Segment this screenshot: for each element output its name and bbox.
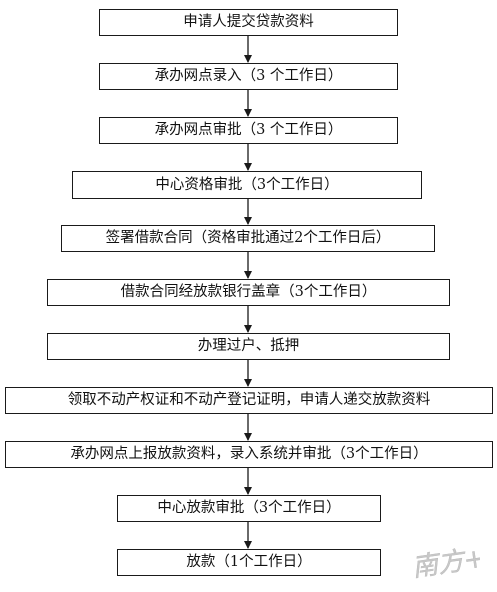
flow-step-label: 中心放款审批（3个工作日） (157, 500, 341, 517)
flow-step-center-disbursement-approval: 中心放款审批（3个工作日） (117, 495, 381, 522)
flow-step-receive-certificates: 领取不动产权证和不动产登记证明，申请人递交放款资料 (5, 387, 493, 414)
flow-step-sign-loan-contract: 签署借款合同（资格审批通过2个工作日后） (61, 225, 435, 252)
flow-step-label: 承办网点上报放款资料，录入系统并审批（3个工作日） (70, 446, 428, 463)
flow-step-label: 领取不动产权证和不动产登记证明，申请人递交放款资料 (67, 392, 431, 409)
flow-step-label: 签署借款合同（资格审批通过2个工作日后） (105, 230, 391, 247)
flow-step-label: 申请人提交贷款资料 (183, 14, 314, 31)
flow-step-center-qualification-approval: 中心资格审批（3个工作日） (72, 171, 422, 199)
flow-step-label: 办理过户、抵押 (197, 338, 300, 355)
flow-step-transfer-mortgage: 办理过户、抵押 (47, 333, 450, 360)
watermark-text: 南方+ (410, 543, 480, 582)
flow-step-bank-seal-contract: 借款合同经放款银行盖章（3个工作日） (47, 279, 450, 306)
flow-step-branch-approval: 承办网点审批（3 个工作日） (99, 117, 398, 144)
flow-step-label: 承办网点审批（3 个工作日） (154, 122, 343, 139)
flow-step-label: 承办网点录入（3 个工作日） (154, 68, 343, 85)
flow-step-label: 中心资格审批（3个工作日） (155, 176, 339, 193)
flow-step-branch-entry: 承办网点录入（3 个工作日） (99, 63, 398, 90)
flow-step-branch-report-disbursement: 承办网点上报放款资料，录入系统并审批（3个工作日） (5, 441, 493, 468)
flow-step-disbursement: 放款（1个工作日） (117, 549, 381, 576)
flow-step-submit-loan-materials: 申请人提交贷款资料 (99, 9, 398, 36)
flow-step-label: 放款（1个工作日） (186, 554, 312, 571)
flow-step-label: 借款合同经放款银行盖章（3个工作日） (120, 284, 377, 301)
watermark-logo: 南方+ (410, 543, 480, 582)
